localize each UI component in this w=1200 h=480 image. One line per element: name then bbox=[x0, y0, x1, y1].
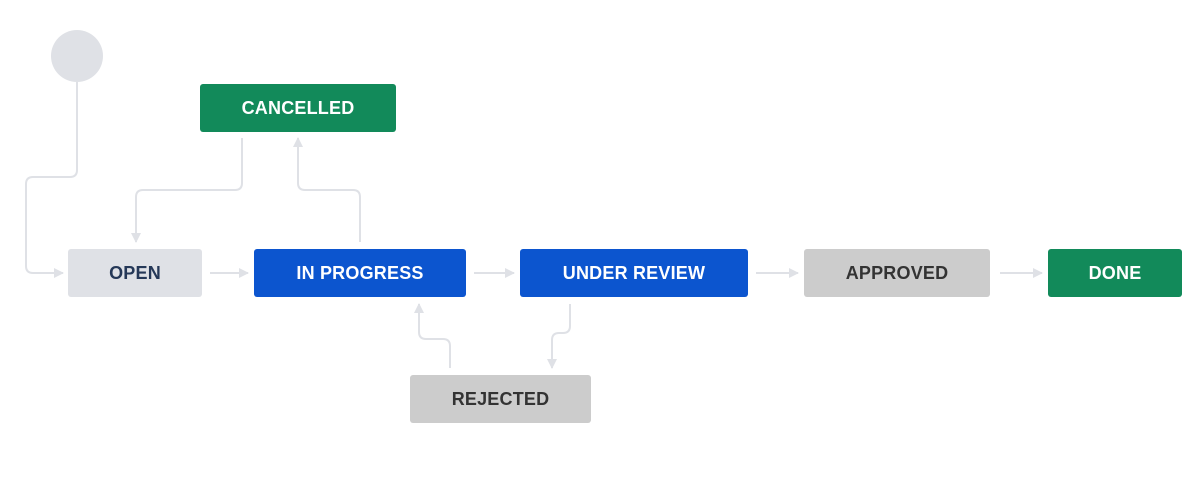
status-in-progress[interactable]: IN PROGRESS bbox=[254, 249, 466, 297]
start-node-circle[interactable] bbox=[51, 30, 103, 82]
transition-in-progress-to-cancelled bbox=[293, 137, 361, 242]
status-under-review[interactable]: UNDER REVIEW bbox=[520, 249, 748, 297]
transition-under-review-to-rejected bbox=[547, 304, 571, 369]
transition-rejected-to-in-progress bbox=[414, 303, 451, 368]
status-open[interactable]: OPEN bbox=[68, 249, 202, 297]
status-rejected[interactable]: REJECTED bbox=[410, 375, 591, 423]
status-approved[interactable]: APPROVED bbox=[804, 249, 990, 297]
status-cancelled[interactable]: CANCELLED bbox=[200, 84, 396, 132]
transition-cancelled-to-open bbox=[131, 138, 243, 243]
transition-start-to-open bbox=[25, 82, 78, 278]
status-done[interactable]: DONE bbox=[1048, 249, 1182, 297]
